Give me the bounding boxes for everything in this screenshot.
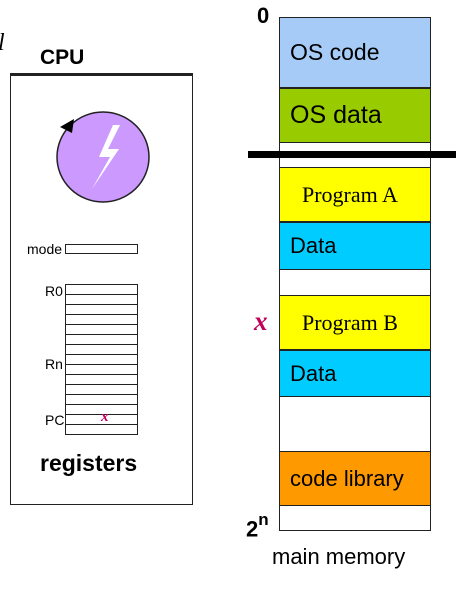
cpu-box [10,73,193,505]
pc-value: x [101,409,109,425]
clock-icon [56,111,150,203]
address-marker: x [254,306,268,336]
code-library-segment: code library [279,451,431,506]
register-row [65,354,138,364]
rn-label: Rn [45,356,63,372]
os-code-segment: OS code [279,17,431,88]
registers-label: registers [40,450,138,476]
lightning-bolt-icon [92,125,120,189]
os-data-label: OS data [290,101,382,129]
register-row [65,374,138,384]
mode-register [65,244,138,254]
register-row [65,304,138,314]
register-row [65,314,138,324]
os-code-label: OS code [290,39,380,65]
register-row [65,424,138,435]
register-row [65,384,138,394]
program-b-label: Program B [302,309,398,335]
pc-label: PC [45,412,65,428]
register-row [65,334,138,344]
os-data-segment: OS data [279,88,431,143]
program-a-label: Program A [302,181,398,207]
register-row [65,404,138,414]
mode-label: mode [27,241,63,257]
register-stack [65,284,138,435]
address-exponent: n [258,510,269,529]
stray-glyph: l [0,30,5,57]
data-segment-a: Data [279,222,431,270]
memory-top-address: 0 [257,3,270,28]
program-a-segment: Program A [279,167,431,222]
kernel-boundary-line [248,151,456,158]
address-base: 2 [246,516,259,542]
r0-label: R0 [45,283,63,299]
memory-bottom-address: 2n [246,510,269,542]
register-row [65,324,138,334]
data-b-label: Data [290,360,337,386]
data-segment-b: Data [279,350,431,397]
register-row [65,294,138,304]
register-row [65,344,138,354]
program-b-segment: Program B [279,295,431,350]
data-a-label: Data [290,233,337,258]
register-row [65,364,138,374]
code-library-label: code library [290,465,404,491]
cpu-title: CPU [40,46,85,69]
register-row [65,414,138,424]
register-row [65,284,138,294]
main-memory-caption: main memory [272,544,406,569]
register-row [65,394,138,404]
arrowhead-icon [60,119,74,133]
